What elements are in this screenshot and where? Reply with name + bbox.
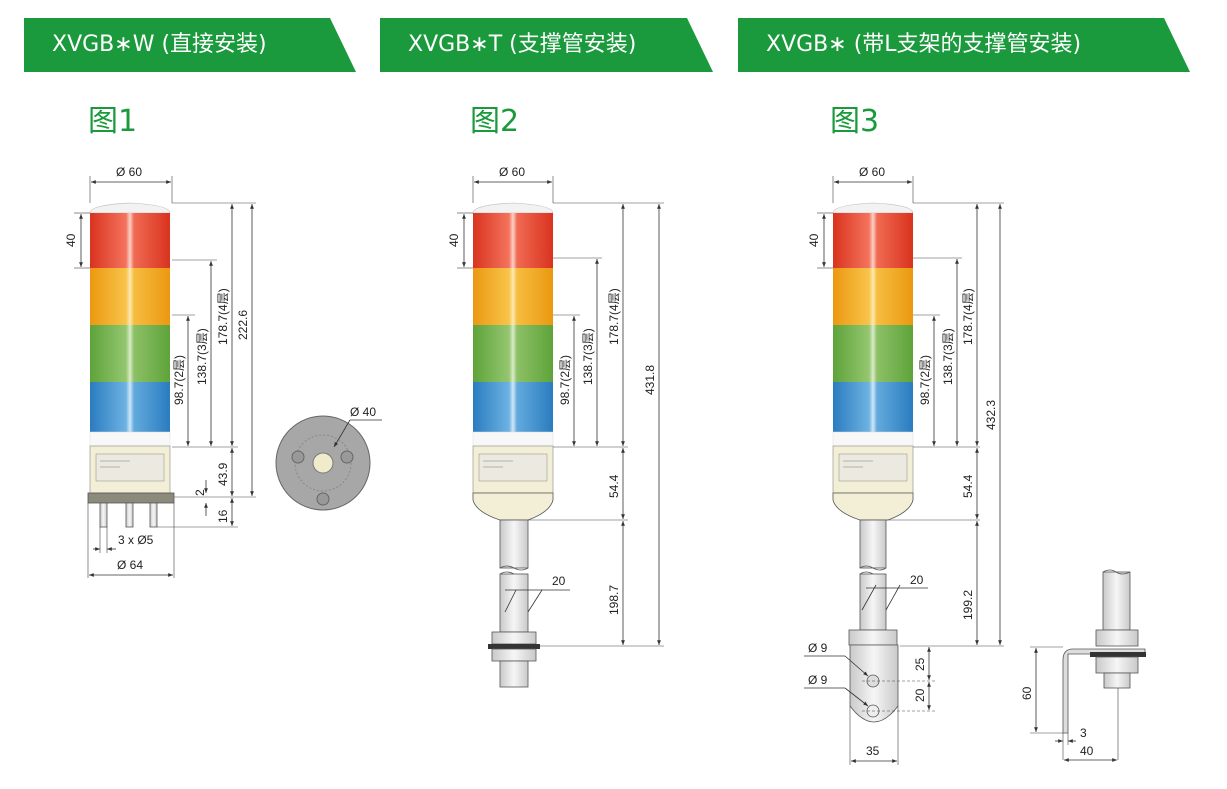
dim-hole-spacing-2: 20: [913, 688, 927, 702]
dim-hole-1-diameter: Ø 9: [808, 641, 828, 655]
dim-pin-length: 16: [216, 509, 230, 523]
dim-4-tier: 178.7(4层): [216, 288, 230, 345]
light-tower-1: [89, 202, 171, 494]
dim-layer-height: 40: [447, 233, 461, 247]
dim-gap: 2: [193, 489, 207, 496]
dim-base-height: 43.9: [216, 462, 230, 486]
dim-bracket-depth: 40: [1080, 744, 1094, 758]
dim-tube-diameter: 20: [910, 573, 924, 587]
dim-total-height: 222.6: [236, 310, 250, 340]
figure-3-drawing: Ø 60 40 98.7(2层) 138.7(3层) 178.7(4层) 432…: [804, 165, 1146, 765]
support-tube: [859, 519, 887, 569]
dim-diameter-40: Ø 40: [350, 405, 376, 419]
dim-diameter-64: Ø 64: [117, 558, 143, 572]
support-tube: [499, 519, 529, 569]
dim-pins: 3 x Ø5: [118, 533, 154, 547]
dim-hole-spacing-1: 25: [913, 657, 927, 671]
dim-total-height: 431.8: [643, 365, 657, 395]
dim-adapter-height: 54.4: [961, 474, 975, 498]
dim-4-tier: 178.7(4层): [961, 288, 975, 345]
dim-hole-2-diameter: Ø 9: [808, 673, 828, 687]
mounting-nut: [491, 631, 537, 645]
dim-bracket-width: 35: [866, 744, 880, 758]
dim-3-tier: 138.7(3层): [581, 328, 595, 385]
tube-adapter: [832, 492, 914, 521]
dim-2-tier: 98.7(2层): [918, 355, 932, 405]
banner-tube-mount: XVGB∗T (支撑管安装): [380, 18, 713, 72]
bracket-side-view: 60 3 40: [1020, 569, 1146, 762]
dim-2-tier: 98.7(2层): [172, 355, 186, 405]
dim-3-tier: 138.7(3层): [195, 328, 209, 385]
dim-layer-height: 40: [64, 233, 78, 247]
banner-direct-mount: XVGB∗W (直接安装): [24, 18, 356, 72]
dim-adapter-height: 54.4: [607, 474, 621, 498]
dim-diameter-60: Ø 60: [499, 165, 525, 179]
dim-diameter-60: Ø 60: [116, 165, 142, 179]
figure-1-drawing: Ø 60 40 98.7(2层) 138.7(3层) 178.7(4层) 222…: [64, 165, 382, 578]
light-tower-2: [472, 202, 554, 494]
figure-2-label: 图2: [470, 104, 520, 139]
mounting-base: [87, 492, 175, 504]
figure-2-drawing: Ø 60 40 98.7(2层) 138.7(3层) 178.7(4层) 431…: [447, 165, 664, 688]
dim-bracket-thickness: 3: [1080, 726, 1087, 740]
tube-adapter: [472, 492, 554, 521]
dim-2-tier: 98.7(2层): [558, 355, 572, 405]
dim-tube-diameter: 20: [552, 574, 566, 588]
dim-4-tier: 178.7(4层): [607, 288, 621, 345]
figure-3-label: 图3: [830, 104, 880, 139]
dim-tube-length: 199.2: [961, 590, 975, 620]
dim-bracket-height: 60: [1020, 686, 1034, 700]
figure-1-label: 图1: [88, 104, 138, 139]
dim-total-height: 432.3: [984, 400, 998, 430]
bottom-view: Ø 40: [275, 405, 382, 511]
mounting-nut: [848, 629, 898, 646]
light-tower-3: [832, 202, 914, 494]
dim-layer-height: 40: [807, 233, 821, 247]
terminal-pins: [99, 502, 158, 528]
dim-diameter-60: Ø 60: [859, 165, 885, 179]
dim-3-tier: 138.7(3层): [941, 328, 955, 385]
dim-tube-length: 198.7: [607, 585, 621, 615]
banner-bracket-mount: XVGB∗ (带L支架的支撑管安装): [738, 18, 1190, 72]
